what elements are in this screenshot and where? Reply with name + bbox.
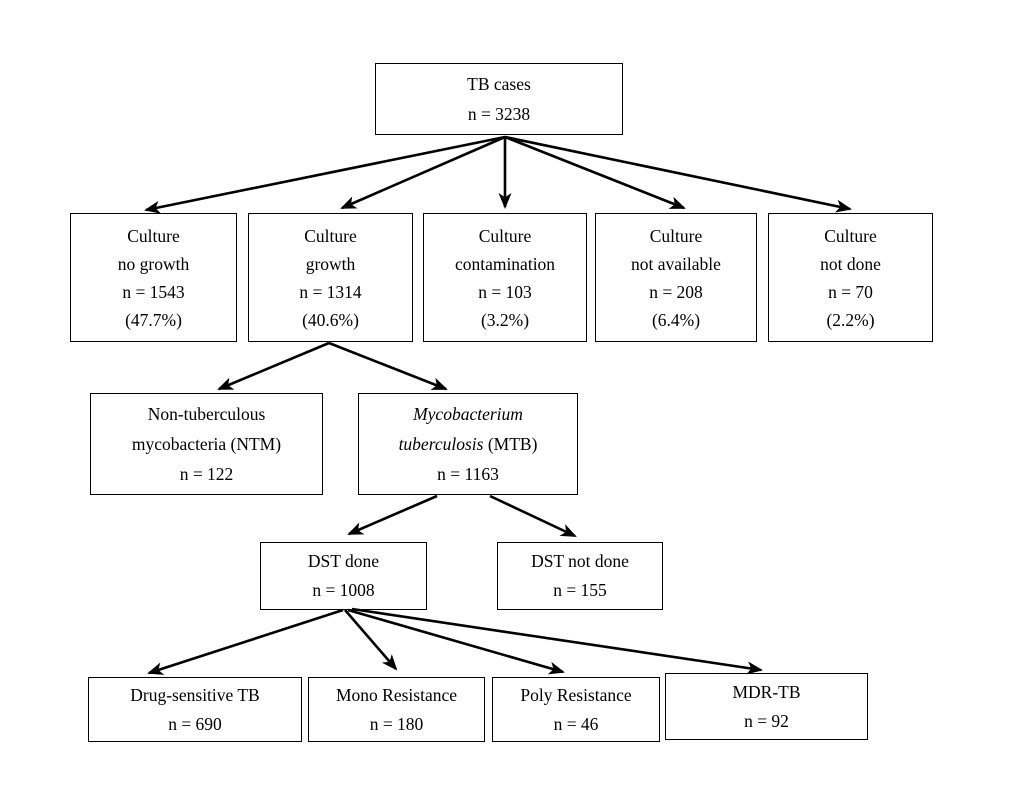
node-title: Culture bbox=[478, 225, 532, 246]
node-dst-done: DST done n = 1008 bbox=[260, 542, 427, 610]
node-title: Mono Resistance bbox=[335, 684, 458, 705]
arrow-tb-to-culture-no-growth bbox=[144, 135, 506, 214]
node-title: TB cases bbox=[467, 74, 531, 94]
node-culture-no-growth: Culture no growth n = 1543 (47.7%) bbox=[70, 213, 237, 342]
node-percent: (6.4%) bbox=[651, 309, 701, 330]
node-ntm: Non-tuberculous mycobacteria (NTM) n = 1… bbox=[90, 393, 323, 495]
node-percent: (40.6%) bbox=[302, 309, 359, 330]
node-culture-not-done: Culture not done n = 70 (2.2%) bbox=[768, 213, 933, 342]
node-count: n = 690 bbox=[168, 713, 222, 734]
node-poly-resistance: Poly Resistance n = 46 bbox=[492, 677, 660, 742]
node-title: MDR-TB bbox=[732, 681, 801, 702]
node-count: n = 155 bbox=[553, 580, 607, 600]
node-count: n = 208 bbox=[649, 281, 703, 302]
node-subtitle: growth bbox=[305, 253, 356, 274]
node-mdr-tb: MDR-TB n = 92 bbox=[665, 673, 868, 740]
node-count: n = 1163 bbox=[437, 464, 499, 484]
node-title: Non-tuberculous bbox=[147, 404, 266, 424]
arrow-dst-to-mdr-tb bbox=[351, 607, 763, 675]
node-count: n = 3238 bbox=[467, 104, 531, 124]
node-mono-resistance: Mono Resistance n = 180 bbox=[308, 677, 485, 742]
node-title: DST not done bbox=[531, 551, 629, 571]
node-count: n = 70 bbox=[828, 281, 873, 302]
node-culture-growth: Culture growth n = 1314 (40.6%) bbox=[248, 213, 413, 342]
node-count: n = 122 bbox=[179, 464, 234, 484]
arrow-growth-to-mtb bbox=[328, 341, 448, 391]
node-species-italic: tuberculosis bbox=[398, 434, 484, 454]
node-culture-contamination: Culture contamination n = 103 (3.2%) bbox=[423, 213, 587, 342]
node-count: n = 92 bbox=[744, 710, 789, 731]
node-title: DST done bbox=[307, 551, 380, 571]
node-subtitle: no growth bbox=[117, 253, 190, 274]
node-count: n = 180 bbox=[369, 713, 424, 734]
arrow-dst-to-drug-sensitive bbox=[147, 608, 344, 675]
arrow-mtb-to-dst-not-done bbox=[489, 494, 577, 538]
node-count: n = 1543 bbox=[122, 281, 185, 302]
node-subtitle: contamination bbox=[454, 253, 556, 274]
node-subtitle: mycobacteria (NTM) bbox=[131, 434, 282, 454]
arrow-growth-to-ntm bbox=[217, 341, 330, 391]
node-title: Culture bbox=[304, 225, 357, 246]
node-percent: (47.7%) bbox=[125, 309, 182, 330]
node-mtb: Mycobacterium tuberculosis (MTB) n = 116… bbox=[358, 393, 578, 495]
arrow-tb-to-culture-growth bbox=[340, 135, 506, 210]
node-percent: (2.2%) bbox=[826, 309, 875, 330]
node-species-line1: Mycobacterium bbox=[413, 404, 523, 424]
node-count: n = 46 bbox=[553, 713, 599, 734]
node-count: n = 1008 bbox=[312, 580, 375, 600]
node-title: Drug-sensitive TB bbox=[130, 684, 260, 705]
arrow-tb-to-culture-not-done bbox=[504, 135, 852, 213]
arrow-tb-to-culture-not-available bbox=[504, 135, 686, 210]
node-subtitle: not available bbox=[631, 253, 721, 274]
node-title: Poly Resistance bbox=[520, 684, 632, 705]
node-subtitle: not done bbox=[820, 253, 881, 274]
node-dst-not-done: DST not done n = 155 bbox=[497, 542, 663, 610]
arrow-dst-to-mono-resistance bbox=[344, 609, 398, 671]
arrow-dst-to-poly-resistance bbox=[347, 608, 565, 675]
node-tb-cases: TB cases n = 3238 bbox=[375, 63, 623, 135]
node-title: Culture bbox=[649, 225, 703, 246]
node-count: n = 1314 bbox=[299, 281, 362, 302]
node-culture-not-available: Culture not available n = 208 (6.4%) bbox=[595, 213, 757, 342]
node-species-line2: tuberculosis (MTB) bbox=[399, 429, 538, 459]
arrow-mtb-to-dst-done bbox=[347, 494, 438, 536]
node-title: Culture bbox=[127, 225, 180, 246]
node-count: n = 103 bbox=[478, 281, 532, 302]
node-title: Culture bbox=[824, 225, 877, 246]
node-percent: (3.2%) bbox=[480, 309, 530, 330]
node-drug-sensitive-tb: Drug-sensitive TB n = 690 bbox=[88, 677, 302, 742]
node-species-abbrev: (MTB) bbox=[487, 434, 538, 454]
